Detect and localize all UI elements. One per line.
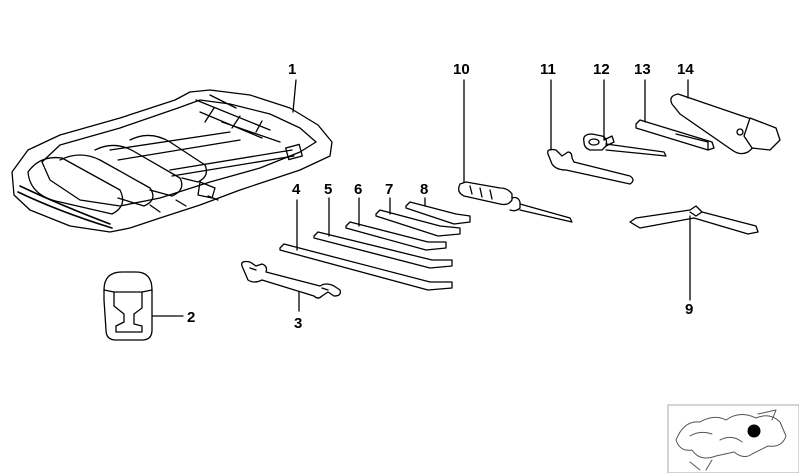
callout-2: 2: [187, 309, 195, 326]
box-wrench-icon[interactable]: [583, 133, 667, 157]
tommy-bar-icon[interactable]: [635, 119, 715, 151]
callout-6: 6: [354, 181, 362, 198]
callout-9: 9: [685, 301, 693, 318]
hex-key-icon[interactable]: [313, 231, 453, 269]
hex-key-long-icon[interactable]: [279, 243, 453, 291]
callout-4: 4: [292, 181, 301, 198]
hex-key-icon[interactable]: [345, 221, 447, 251]
clip-holder-icon[interactable]: [103, 271, 153, 341]
callout-3: 3: [294, 315, 302, 332]
callout-8: 8: [420, 181, 428, 198]
spark-plug-socket-icon[interactable]: [670, 93, 781, 155]
callout-13: 13: [634, 61, 651, 78]
callout-5: 5: [324, 181, 332, 198]
callout-12: 12: [593, 61, 610, 78]
callout-7: 7: [385, 181, 393, 198]
callout-11: 11: [540, 61, 556, 78]
open-end-wrench-icon[interactable]: [241, 260, 342, 299]
callout-10: 10: [453, 61, 470, 78]
callout-14: 14: [677, 61, 694, 78]
hex-key-short-icon[interactable]: [405, 201, 471, 225]
screwdriver-icon[interactable]: [458, 181, 573, 223]
hook-spanner-icon[interactable]: [547, 148, 634, 185]
feeler-gauge-icon[interactable]: [629, 205, 759, 235]
tool-roll-icon[interactable]: [11, 89, 333, 233]
leader-line: [292, 79, 297, 113]
vehicle-thumbnail[interactable]: [667, 404, 799, 473]
callout-1: 1: [288, 61, 296, 78]
location-marker: [747, 424, 761, 438]
